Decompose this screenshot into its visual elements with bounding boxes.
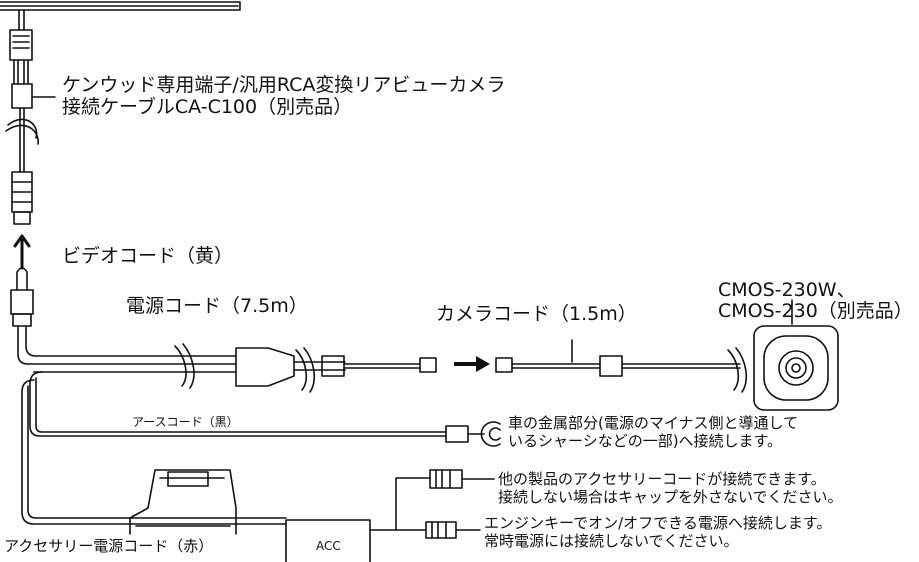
label-accessory-cord: アクセサリー電源コード（赤） [4,537,214,555]
earth-cord [29,371,501,447]
label-other-product: 他の製品のアクセサリーコードが接続できます。 接続しない場合はキャップを外さない… [498,470,843,507]
arrow-right-icon [454,356,490,372]
acc-box [285,519,371,562]
arrow-up-icon [13,234,31,270]
label-earth-cord: アースコード（黒） [132,415,239,429]
label-camera-model: CMOS-230W、 CMOS-230（別売品） [718,279,913,322]
conversion-cable [5,9,56,225]
power-cord-bundle [17,325,437,393]
label-camera-cord: カメラコード（1.5m） [436,303,637,325]
label-earth-note: 車の金属部分(電源のマイナス側と導通して いるシャーシなどの一部)へ接続します。 [508,414,799,451]
label-video-cord: ビデオコード（黄） [62,245,234,267]
head-unit-edge [0,1,241,11]
accessory-split [369,469,495,539]
acc-box-label: ACC [316,539,341,553]
camera-cord [495,339,748,393]
rca-plug [10,267,34,327]
label-ignition: エンジンキーでオン/オフできる電源へ接続します。 常時電源には接続しないでくださ… [484,514,832,551]
accessory-socket [129,469,237,535]
label-power-cord: 電源コード（7.5m） [126,295,308,317]
accessory-power-cord [21,379,287,525]
label-conversion-cable: ケンウッド専用端子/汎用RCA変換リアビューカメラ 接続ケーブルCA-C100（… [62,74,506,119]
camera-body [753,299,839,411]
